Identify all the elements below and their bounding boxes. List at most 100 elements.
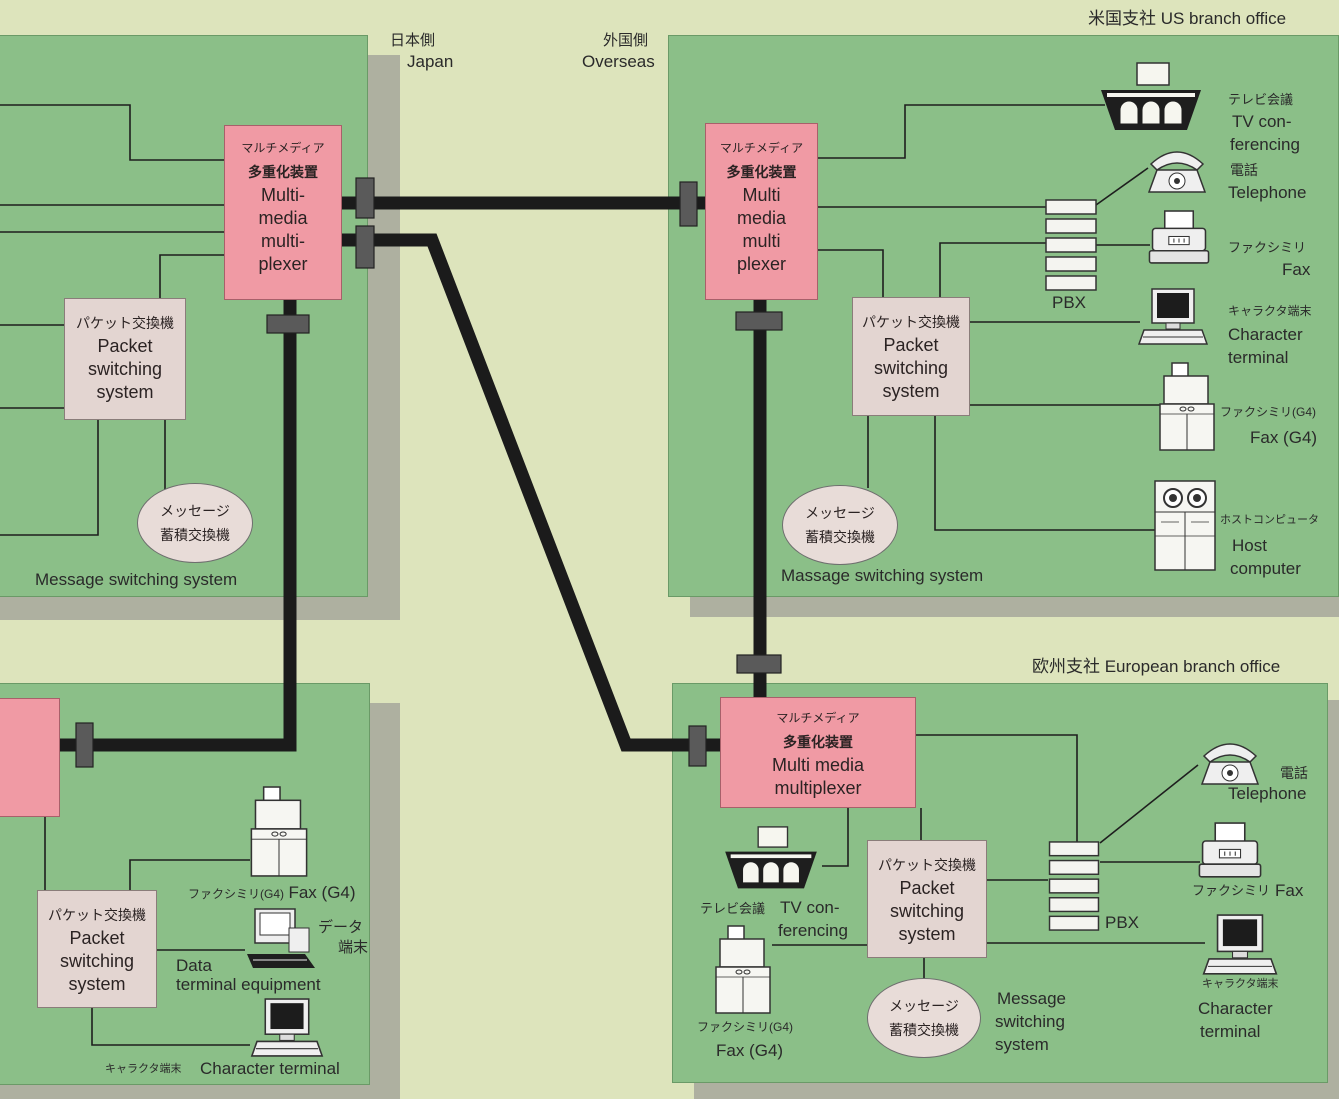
tv-conferencing-label-ja: テレビ会議 [1228, 93, 1293, 106]
link-line [935, 416, 1155, 530]
fax-g4-label-en: Fax (G4) [288, 883, 355, 902]
fax-g4-label-ja: ファクシミリ(G4) [1220, 406, 1316, 418]
data-terminal-label-ja: 端末 [338, 940, 368, 955]
message-switch-label-ja: メッセージ [805, 501, 875, 525]
fax-g4-label: ファクシミリ(G4) Fax (G4) [188, 884, 356, 902]
tv-conference-icon [716, 826, 826, 892]
packet-switch-label-ja: パケット交換機 [878, 853, 976, 877]
multiplexer-label-en: plexer [258, 253, 307, 276]
packet-switch-label-en: Packet [899, 877, 954, 900]
telephone-label-ja: 電話 [1230, 163, 1258, 177]
fax-icon [1198, 822, 1262, 880]
tv-conferencing-label-en: TV con- [1232, 113, 1292, 130]
host-computer-label-en: computer [1230, 560, 1301, 577]
europe-message-switch-caption: system [995, 1036, 1049, 1053]
fax-icon [1148, 210, 1210, 266]
line-connector [680, 182, 697, 226]
packet-switch-label-en: switching [60, 950, 134, 973]
multiplexer-label-ja: 多重化装置 [727, 160, 797, 184]
telephone-label-ja: 電話 [1280, 766, 1308, 780]
pbx-icon [1046, 840, 1102, 932]
packet-switch-label-ja: パケット交換機 [862, 310, 960, 334]
multiplexer-label-en: plexer [737, 253, 786, 276]
europe-branch-title: 欧州支社 European branch office [1032, 658, 1280, 675]
line-connector [356, 226, 374, 268]
telephone-label-en: Telephone [1228, 184, 1306, 201]
multiplexer-label-ja: 多重化装置 [248, 160, 318, 184]
packet-switch-label-ja: パケット交換機 [48, 903, 146, 927]
data-terminal-label-en: terminal equipment [176, 976, 321, 993]
link-line [1100, 765, 1198, 843]
message-switch-label-ja: 蓄積交換機 [805, 525, 875, 549]
character-terminal-label-ja: キャラクタ端末 [105, 1064, 182, 1075]
host-computer-label-ja: ホストコンピュータ [1220, 515, 1319, 526]
multiplexer-label-ja: マルチメディア [776, 706, 859, 730]
us-branch-title: 米国支社 US branch office [1088, 10, 1286, 27]
packet-switch-label-en: switching [88, 358, 162, 381]
us-multimedia-multiplexer: マルチメディア 多重化装置 Multi media multi plexer [705, 123, 818, 300]
japan-packet-switching-system: パケット交換機 Packet switching system [64, 298, 186, 420]
character-terminal-label-ja: キャラクタ端末 [1202, 979, 1279, 990]
fax-g4-icon [1158, 362, 1216, 452]
tv-conferencing-label-en: ferencing [778, 922, 848, 939]
link-line [916, 735, 1077, 842]
packet-switch-label-en: system [898, 923, 955, 946]
europe-message-switching-system: メッセージ 蓄積交換機 [867, 978, 981, 1058]
japan-message-switch-caption: Message switching system [35, 571, 237, 588]
tv-conferencing-label-en: TV con- [780, 899, 840, 916]
multiplexer-label-ja: マルチメディア [720, 136, 803, 160]
link-line [818, 250, 883, 297]
japan-lower-multiplexer-partial [0, 698, 60, 817]
tv-conferencing-label-en: ferencing [1230, 136, 1300, 153]
telephone-icon [1147, 146, 1207, 196]
pbx-label: PBX [1052, 294, 1086, 311]
fax-label-en: Fax [1282, 261, 1310, 278]
packet-switch-label-en: system [96, 381, 153, 404]
packet-switch-label-en: Packet [883, 334, 938, 357]
fax-label-ja: ファクシミリ [1228, 241, 1306, 254]
line-connector [76, 723, 93, 767]
japan-message-switching-system: メッセージ 蓄積交換機 [137, 483, 253, 563]
tv-conferencing-label-ja: テレビ会議 [700, 902, 765, 915]
character-terminal-icon [1200, 914, 1280, 976]
japan-side-label-en: Japan [407, 53, 453, 70]
character-terminal-label-en: Character terminal [200, 1060, 340, 1077]
multiplexer-label-en: media [258, 207, 307, 230]
fax-g4-label-ja: ファクシミリ(G4) [188, 887, 284, 901]
character-terminal-label-ja: キャラクタ端末 [1228, 305, 1312, 317]
fax-label-en: Fax [1275, 882, 1303, 899]
japan-multimedia-multiplexer: マルチメディア 多重化装置 Multi- media multi- plexer [224, 125, 342, 300]
link-line [0, 420, 98, 535]
character-terminal-label-en: terminal [1200, 1023, 1260, 1040]
character-terminal-label-en: Character [1198, 1000, 1273, 1017]
pbx-icon [1044, 198, 1098, 292]
link-line [940, 243, 1046, 297]
link-line [92, 1008, 250, 1045]
packet-switch-label-en: switching [874, 357, 948, 380]
packet-switch-label-en: Packet [69, 927, 124, 950]
multiplexer-label-en: Multi [742, 184, 780, 207]
multiplexer-label-ja: 多重化装置 [783, 730, 853, 754]
telephone-icon [1197, 738, 1263, 788]
japan-lower-packet-switching-system: パケット交換機 Packet switching system [37, 890, 157, 1008]
message-switch-label-ja: メッセージ [889, 994, 959, 1018]
us-message-switch-caption: Massage switching system [781, 567, 983, 584]
overseas-side-label-ja: 外国側 [603, 33, 648, 48]
message-switch-label-ja: 蓄積交換機 [160, 523, 230, 547]
trunk-line-japan-europe [342, 240, 720, 745]
europe-packet-switching-system: パケット交換機 Packet switching system [867, 840, 987, 958]
packet-switch-label-ja: パケット交換機 [76, 311, 174, 335]
telephone-label-en: Telephone [1228, 785, 1306, 802]
multiplexer-label-en: Multi- [261, 184, 305, 207]
data-terminal-icon [243, 908, 317, 972]
message-switch-label-ja: 蓄積交換機 [889, 1018, 959, 1042]
line-connector [689, 726, 706, 766]
fax-g4-icon [248, 786, 310, 878]
multiplexer-label-ja: マルチメディア [241, 136, 324, 160]
fax-label-ja: ファクシミリ [1192, 884, 1270, 897]
europe-message-switch-caption: Message [997, 990, 1066, 1007]
fax-g4-icon [714, 925, 772, 1015]
packet-switch-label-en: Packet [97, 335, 152, 358]
multiplexer-label-en: multiplexer [774, 777, 861, 800]
message-switch-label-ja: メッセージ [160, 499, 230, 523]
